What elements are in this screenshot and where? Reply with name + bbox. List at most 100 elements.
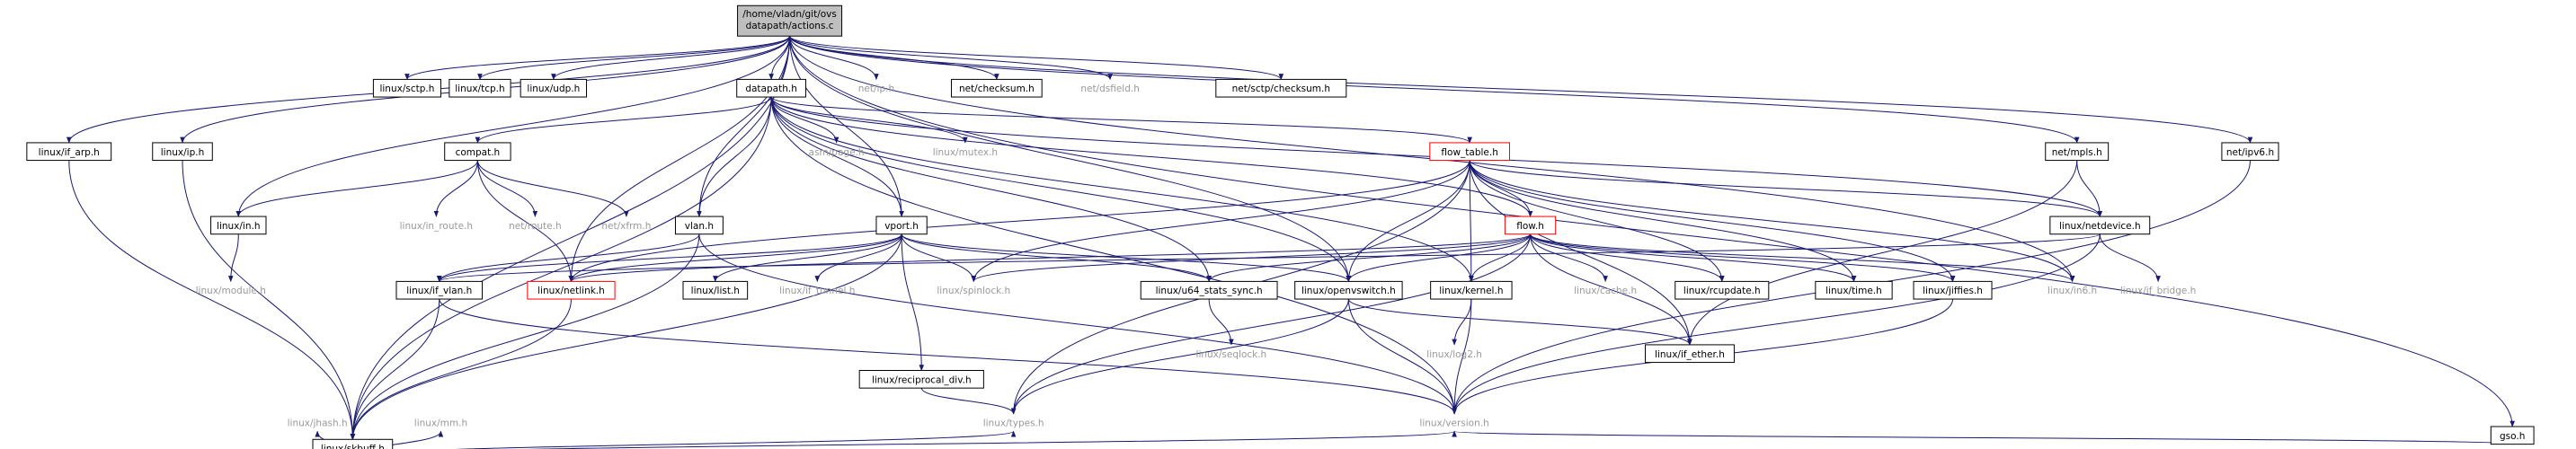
node-jiffies[interactable]: linux/jiffies.h bbox=[1913, 280, 1993, 300]
node-label-gso: gso.h bbox=[2500, 431, 2525, 442]
edge-datapath-to-flow bbox=[770, 97, 1533, 217]
node-label-vport: vport.h bbox=[884, 221, 919, 232]
node-inroute: linux/in_route.h bbox=[400, 221, 473, 232]
node-label-ip: linux/ip.h bbox=[161, 147, 204, 158]
node-gso[interactable]: gso.h bbox=[2490, 426, 2535, 445]
node-flow[interactable]: flow.h bbox=[1504, 216, 1557, 235]
node-ip[interactable]: linux/ip.h bbox=[152, 142, 213, 162]
edge-flow-to-netlink bbox=[568, 233, 1532, 283]
edge-vlan-to-version bbox=[698, 233, 1457, 415]
edge-root-to-skbuff bbox=[350, 36, 791, 440]
edge-compat-to-netlink bbox=[476, 160, 574, 283]
edge-flowtable-to-jiffies bbox=[1469, 160, 1956, 283]
node-in[interactable]: linux/in.h bbox=[210, 216, 267, 235]
edge-vport-to-skbuff bbox=[350, 233, 902, 440]
node-box-ip bbox=[152, 142, 213, 162]
node-ipv6[interactable]: net/ipv6.h bbox=[2221, 142, 2279, 162]
edges bbox=[67, 35, 2515, 449]
node-vport[interactable]: vport.h bbox=[875, 216, 928, 235]
edge-flow-to-rcupdate bbox=[1530, 233, 1725, 283]
edge-datapath-to-asmpage bbox=[770, 96, 839, 144]
node-label-udp: linux/udp.h bbox=[527, 84, 580, 94]
node-tcp[interactable]: linux/tcp.h bbox=[449, 78, 511, 98]
edge-vport-to-openvswitch bbox=[901, 233, 1352, 283]
edge-flowtable-to-netdevice bbox=[1469, 160, 2102, 217]
node-label-list: linux/list.h bbox=[691, 286, 740, 296]
node-kernel[interactable]: linux/kernel.h bbox=[1430, 280, 1513, 300]
edge-root-to-netip bbox=[789, 36, 879, 81]
node-label-netlink: linux/netlink.h bbox=[537, 286, 605, 296]
node-if_arp[interactable]: linux/if_arp.h bbox=[26, 142, 112, 162]
node-sctp[interactable]: linux/sctp.h bbox=[372, 78, 441, 98]
node-u64stats[interactable]: linux/u64_stats_sync.h bbox=[1140, 280, 1278, 300]
node-time[interactable]: linux/time.h bbox=[1815, 280, 1893, 300]
node-datapath[interactable]: datapath.h bbox=[736, 78, 806, 98]
node-iftunnel: linux/if_tunnel.h bbox=[779, 286, 855, 296]
node-label-asmpage: asm/page.h bbox=[809, 147, 865, 158]
node-mpls[interactable]: net/mpls.h bbox=[2045, 142, 2110, 162]
node-box-sctp bbox=[372, 78, 441, 98]
node-flowtable[interactable]: flow_table.h bbox=[1429, 142, 1511, 162]
node-label-u64stats: linux/u64_stats_sync.h bbox=[1156, 286, 1263, 296]
node-box-reciprocal bbox=[858, 370, 984, 389]
node-dsfield: net/dsfield.h bbox=[1080, 84, 1140, 94]
node-label-jiffies: linux/jiffies.h bbox=[1923, 286, 1983, 296]
node-box-if_arp bbox=[26, 142, 112, 162]
node-box-sctpchecksum bbox=[1215, 78, 1347, 98]
node-label-openvswitch: linux/openvswitch.h bbox=[1301, 286, 1396, 296]
node-label-module: linux/module.h bbox=[196, 286, 266, 296]
edge-skbuff-to-mm bbox=[366, 430, 444, 449]
node-netip: net/ip.h bbox=[858, 84, 894, 94]
node-label-time: linux/time.h bbox=[1825, 286, 1882, 296]
edge-root-to-vlan bbox=[697, 36, 791, 217]
node-skbuff[interactable]: linux/skbuff.h bbox=[312, 438, 394, 449]
node-label-types: linux/types.h bbox=[983, 418, 1044, 429]
node-box-root bbox=[737, 4, 843, 37]
node-box-netdevice bbox=[2049, 216, 2151, 235]
node-label-kernel: linux/kernel.h bbox=[1439, 286, 1503, 296]
node-compat[interactable]: compat.h bbox=[444, 142, 511, 162]
node-reciprocal[interactable]: linux/reciprocal_div.h bbox=[858, 370, 984, 389]
edge-u64stats-to-seqlock bbox=[1208, 299, 1234, 346]
edge-if_arp-to-skbuff bbox=[68, 160, 356, 440]
edge-reciprocal-to-types bbox=[920, 387, 1017, 415]
node-vlan[interactable]: vlan.h bbox=[674, 216, 724, 235]
edge-datapath-to-vlan bbox=[697, 97, 772, 217]
node-checksum[interactable]: net/checksum.h bbox=[951, 78, 1043, 98]
edge-skbuff-to-types bbox=[454, 430, 1017, 449]
node-list[interactable]: linux/list.h bbox=[682, 280, 749, 300]
node-in6: linux/in6.h bbox=[2047, 286, 2097, 296]
edge-compat-to-xfrm bbox=[476, 160, 629, 217]
node-sctpchecksum[interactable]: net/sctp/checksum.h bbox=[1215, 78, 1347, 98]
edge-flowtable-to-flow bbox=[1469, 160, 1533, 217]
node-box-tcp bbox=[449, 78, 511, 98]
node-box-flowtable bbox=[1429, 142, 1511, 162]
node-netlink[interactable]: linux/netlink.h bbox=[527, 280, 616, 300]
node-ifether[interactable]: linux/if_ether.h bbox=[1644, 344, 1735, 364]
node-udp[interactable]: linux/udp.h bbox=[520, 78, 588, 98]
node-box-u64stats bbox=[1140, 280, 1278, 300]
node-box-compat bbox=[444, 142, 511, 162]
node-openvswitch[interactable]: linux/openvswitch.h bbox=[1294, 280, 1403, 300]
node-box-vport bbox=[875, 216, 928, 235]
node-label-mm: linux/mm.h bbox=[414, 418, 467, 429]
node-box-flow bbox=[1504, 216, 1557, 235]
node-box-in bbox=[210, 216, 267, 235]
node-label-sctpchecksum: net/sctp/checksum.h bbox=[1232, 84, 1330, 94]
edge-root-to-udp bbox=[551, 35, 791, 81]
node-ifvlan[interactable]: linux/if_vlan.h bbox=[395, 280, 484, 300]
node-label-datapath: datapath.h bbox=[745, 84, 797, 94]
edge-datapath-to-vport bbox=[770, 97, 904, 217]
node-jhash: linux/jhash.h bbox=[288, 418, 348, 429]
node-netdevice[interactable]: linux/netdevice.h bbox=[2049, 216, 2151, 235]
node-module: linux/module.h bbox=[196, 286, 266, 296]
edge-kernel-to-version bbox=[1452, 299, 1472, 415]
node-netroute: net/route.h bbox=[509, 221, 562, 232]
node-label-sctp: linux/sctp.h bbox=[379, 84, 434, 94]
node-log2: linux/log2.h bbox=[1426, 349, 1482, 360]
node-rcupdate[interactable]: linux/rcupdate.h bbox=[1674, 280, 1770, 300]
node-label-iftunnel: linux/if_tunnel.h bbox=[779, 286, 855, 296]
edge-datapath-to-skbuff bbox=[350, 97, 772, 440]
